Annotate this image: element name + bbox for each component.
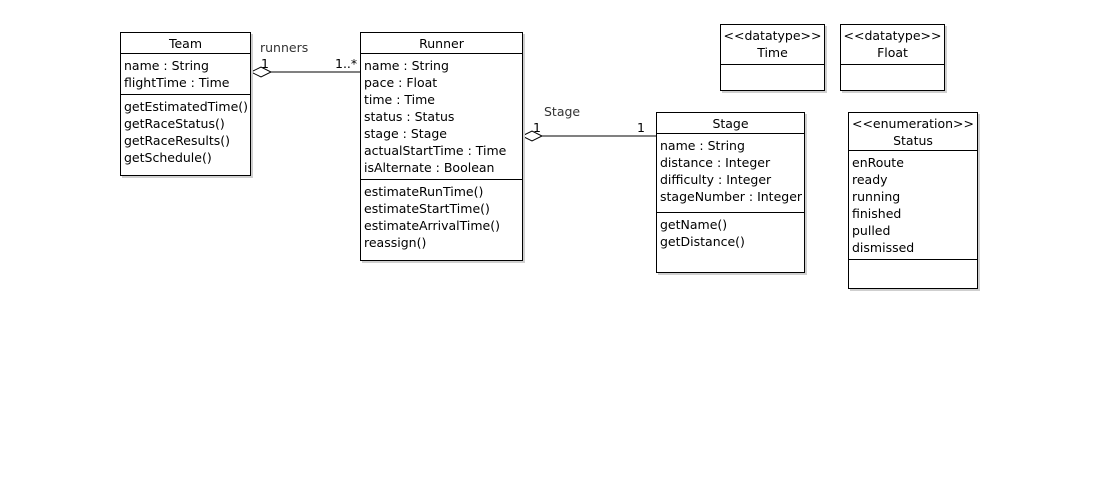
class-team-name: Team <box>168 36 203 51</box>
class-runner-operation: reassign() <box>364 235 427 250</box>
class-runner-operation: estimateStartTime() <box>364 201 490 216</box>
class-stage-attribute: difficulty : Integer <box>660 172 772 187</box>
class-float-stereotype: <<datatype>> <box>843 28 942 43</box>
class-float-name: Float <box>877 45 908 60</box>
enum-literal: pulled <box>852 223 891 238</box>
enum-literal: running <box>852 189 901 204</box>
class-runner-attribute: time : Time <box>364 92 435 107</box>
class-team-header: Team <box>121 33 250 54</box>
class-runner-attribute: actualStartTime : Time <box>364 143 507 158</box>
class-stage-attribute: distance : Integer <box>660 155 771 170</box>
class-team[interactable]: Team name : String flightTime : Time get… <box>120 32 251 176</box>
class-runner-operations: estimateRunTime() estimateStartTime() es… <box>361 180 522 254</box>
class-team-operations: getEstimatedTime() getRaceStatus() getRa… <box>121 95 250 169</box>
class-stage-name: Stage <box>712 116 749 131</box>
class-runner-attribute: isAlternate : Boolean <box>364 160 495 175</box>
class-status-header: <<enumeration>> Status <box>849 113 977 151</box>
class-stage-attribute: stageNumber : Integer <box>660 189 803 204</box>
class-time-stereotype: <<datatype>> <box>723 28 822 43</box>
class-stage[interactable]: Stage name : String distance : Integer d… <box>656 112 805 273</box>
class-team-attribute: flightTime : Time <box>124 75 230 90</box>
class-stage-header: Stage <box>657 113 804 134</box>
class-team-operation: getRaceResults() <box>124 133 231 148</box>
class-runner[interactable]: Runner name : String pace : Float time :… <box>360 32 523 261</box>
runner-stage-role-label: Stage <box>544 104 581 119</box>
team-multiplicity-label: 1 <box>261 56 269 71</box>
class-stage-operations: getName() getDistance() <box>657 213 804 253</box>
class-stage-operation: getName() <box>660 217 728 232</box>
class-float[interactable]: <<datatype>> Float <box>840 24 945 91</box>
class-runner-attributes: name : String pace : Float time : Time s… <box>361 54 522 180</box>
class-status-name: Status <box>893 133 933 148</box>
class-runner-name: Runner <box>419 36 464 51</box>
enum-literal: ready <box>852 172 888 187</box>
class-stage-attribute: name : String <box>660 138 745 153</box>
class-team-attributes: name : String flightTime : Time <box>121 54 250 95</box>
team-runner-role-label: runners <box>260 40 309 55</box>
class-team-operation: getRaceStatus() <box>124 116 225 131</box>
runner-stage-source-multiplicity-label: 1 <box>533 120 541 135</box>
class-status[interactable]: <<enumeration>> Status enRoute ready run… <box>848 112 978 289</box>
enum-literal: finished <box>852 206 902 221</box>
class-status-literals: enRoute ready running finished pulled di… <box>849 151 977 260</box>
class-runner-operation: estimateArrivalTime() <box>364 218 500 233</box>
class-status-stereotype: <<enumeration>> <box>851 116 975 131</box>
class-time[interactable]: <<datatype>> Time <box>720 24 825 91</box>
class-float-header: <<datatype>> Float <box>841 25 944 65</box>
runner-aggregation-diamond <box>520 130 544 142</box>
class-team-operation: getEstimatedTime() <box>124 99 249 114</box>
class-runner-attribute: status : Status <box>364 109 455 124</box>
team-aggregation-diamond <box>249 66 273 78</box>
class-stage-operation: getDistance() <box>660 234 745 249</box>
runner-multiplicity-label: 1..* <box>335 56 358 71</box>
class-runner-attribute: pace : Float <box>364 75 438 90</box>
class-team-operation: getSchedule() <box>124 150 212 165</box>
class-team-attribute: name : String <box>124 58 209 73</box>
class-time-header: <<datatype>> Time <box>721 25 824 65</box>
class-time-name: Time <box>757 45 788 60</box>
enum-literal: dismissed <box>852 240 915 255</box>
class-runner-attribute: name : String <box>364 58 449 73</box>
stage-multiplicity-label: 1 <box>637 120 645 135</box>
class-runner-header: Runner <box>361 33 522 54</box>
class-stage-attributes: name : String distance : Integer difficu… <box>657 134 804 213</box>
enum-literal: enRoute <box>852 155 904 170</box>
class-runner-attribute: stage : Stage <box>364 126 447 141</box>
class-runner-operation: estimateRunTime() <box>364 184 484 199</box>
